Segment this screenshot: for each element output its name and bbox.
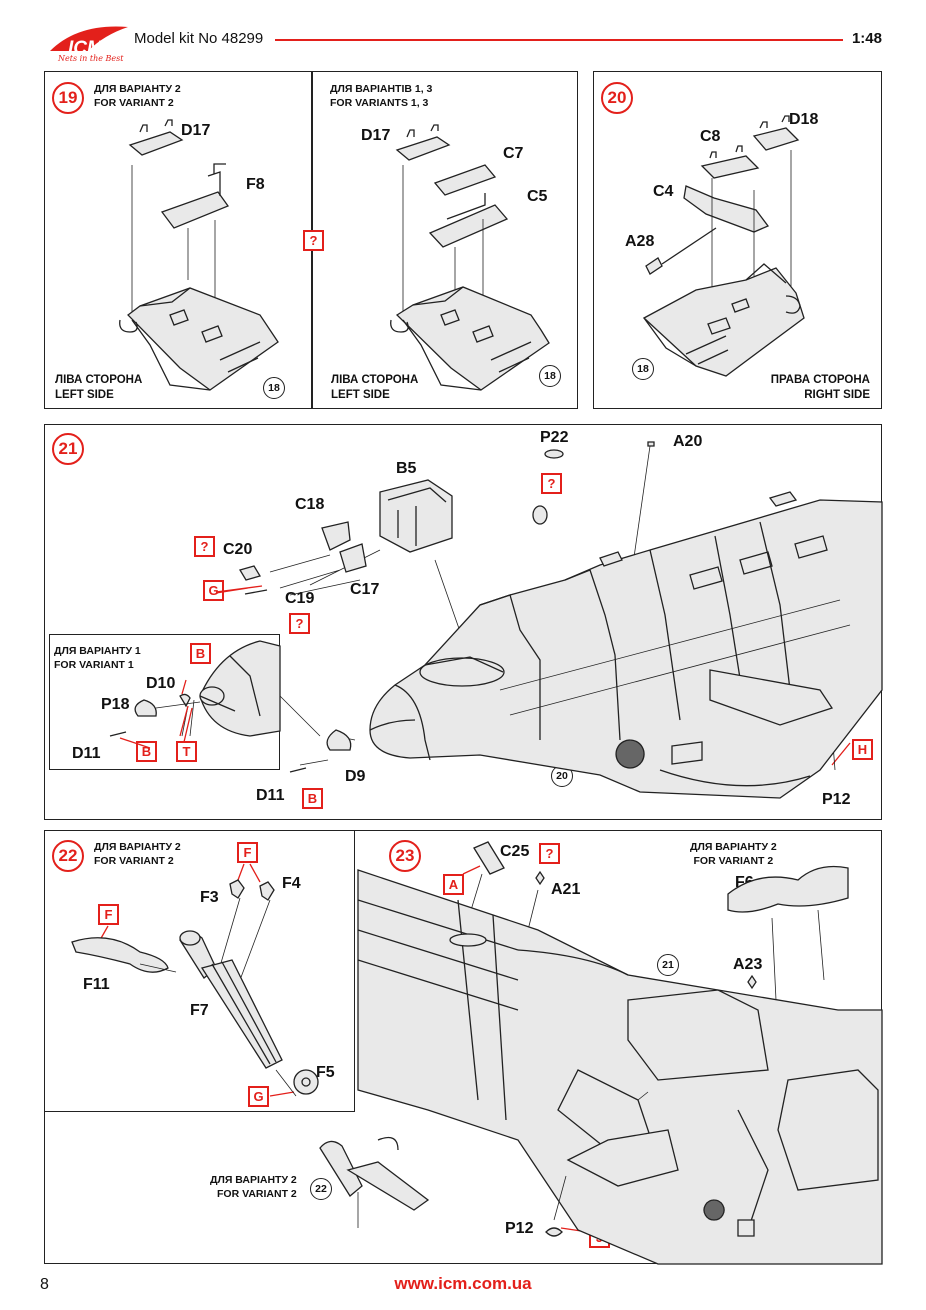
- step-22-drawing: [71, 863, 319, 1097]
- part-label-d10: D10: [146, 675, 176, 692]
- part-label-f4: F4: [282, 875, 301, 892]
- f-tag-top: F: [237, 842, 258, 863]
- h-tag: H: [852, 739, 873, 760]
- part-label-p12: P12: [822, 791, 851, 808]
- part-label-f8: F8: [246, 176, 265, 193]
- step-19-badge: 19: [52, 82, 84, 114]
- page-number: 8: [40, 1276, 49, 1293]
- part-label-c8: C8: [700, 128, 721, 145]
- f-tag-f11: F: [98, 904, 119, 925]
- step-19-left-drawing: [119, 119, 279, 391]
- step-20-badge: 20: [601, 82, 633, 114]
- g-tag-f5: G: [248, 1086, 269, 1107]
- step-21-nose-drawing: [215, 441, 883, 799]
- part-label-p22: P22: [540, 429, 569, 446]
- question-tag-c20: ?: [194, 536, 215, 557]
- ref-circle-18-b: 18: [539, 365, 561, 387]
- ref-circle-18-c: 18: [632, 358, 654, 380]
- part-label-c4: C4: [653, 183, 674, 200]
- part-label-c25: C25: [500, 843, 530, 860]
- kit-title: Model kit No 48299: [134, 30, 264, 47]
- part-label-p12-b: P12: [505, 1220, 534, 1237]
- part-label-a21: A21: [551, 881, 581, 898]
- part-label-f7: F7: [190, 1002, 209, 1019]
- step-22-badge: 22: [52, 840, 84, 872]
- logo-tagline: Nets in the Best: [58, 54, 124, 63]
- part-label-a28: A28: [625, 233, 655, 250]
- part-label-d17-b: D17: [361, 127, 391, 144]
- part-label-b5: B5: [396, 460, 417, 477]
- step-20-drawing: [642, 115, 805, 377]
- step-21-badge: 21: [52, 433, 84, 465]
- part-label-d17: D17: [181, 122, 211, 139]
- part-label-a23: A23: [733, 956, 763, 973]
- part-label-d9: D9: [345, 768, 366, 785]
- part-label-c7: C7: [503, 145, 524, 162]
- icm-logo: ICM: [50, 26, 128, 59]
- question-tag: ?: [303, 230, 324, 251]
- a-tag: A: [443, 874, 464, 895]
- part-label-c17: C17: [350, 581, 380, 598]
- part-label-d11: D11: [256, 787, 285, 804]
- ref-circle-21: 21: [657, 954, 679, 976]
- step-23-badge: 23: [389, 840, 421, 872]
- ref-circle-22: 22: [310, 1178, 332, 1200]
- step-23-drawing: [319, 841, 883, 1265]
- header-rule: [275, 39, 843, 41]
- t-tag-inset: T: [176, 741, 197, 762]
- svg-text:ICM: ICM: [68, 38, 104, 59]
- question-tag-c25: ?: [539, 843, 560, 864]
- inset-nose-drawing: [109, 640, 321, 749]
- part-label-p18: P18: [101, 696, 130, 713]
- b-tag-d11: B: [302, 788, 323, 809]
- kit-scale: 1:48: [851, 30, 882, 47]
- b-tag-inset-top: B: [190, 643, 211, 664]
- question-tag-p22: ?: [541, 473, 562, 494]
- part-label-d11-inset: D11: [72, 745, 101, 762]
- ref-circle-18: 18: [263, 377, 285, 399]
- part-label-c18: C18: [295, 496, 325, 513]
- website-link[interactable]: www.icm.com.ua: [394, 1274, 532, 1293]
- part-label-a20: A20: [673, 433, 703, 450]
- step-20-panel: [593, 71, 882, 409]
- part-label-f3: F3: [200, 889, 219, 906]
- part-label-f11: F11: [83, 976, 110, 993]
- step-23-lower-panel: [44, 1112, 356, 1264]
- question-tag-c19: ?: [289, 613, 310, 634]
- b-tag-inset-bottom: B: [136, 741, 157, 762]
- step-19-right-drawing: [390, 124, 550, 391]
- part-label-f5: F5: [316, 1064, 335, 1081]
- part-label-c20: C20: [223, 541, 253, 558]
- part-label-d18: D18: [789, 111, 819, 128]
- part-label-c5: C5: [527, 188, 548, 205]
- step-22-panel: [44, 830, 355, 1112]
